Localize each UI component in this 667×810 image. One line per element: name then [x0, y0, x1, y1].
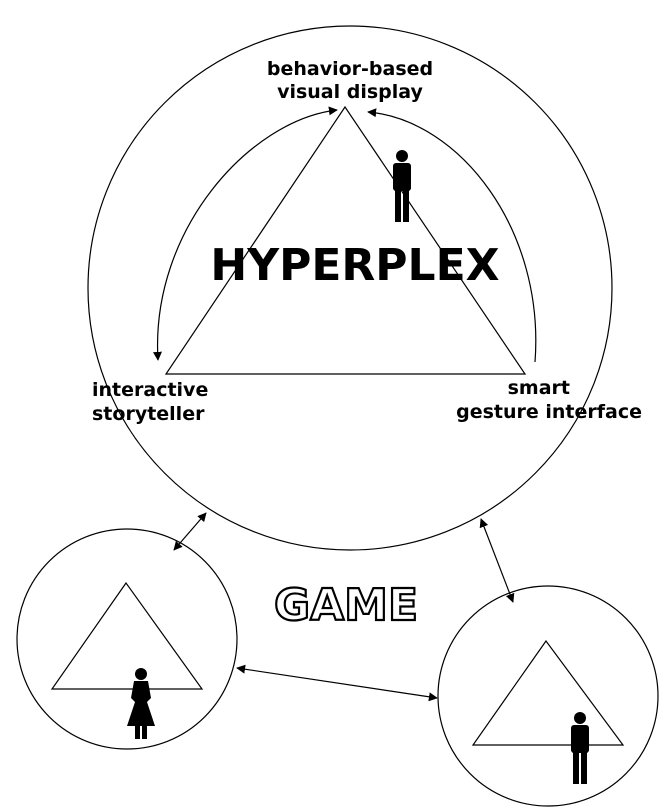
player-circle-right [437, 585, 659, 807]
player-triangle-left [50, 581, 204, 690]
arrow-main-to-left [173, 512, 207, 551]
player-triangle-right [471, 639, 625, 746]
arrow-main-to-right [479, 518, 515, 603]
man-figure-icon [393, 150, 411, 222]
player-circle-left [16, 528, 238, 750]
label-visual-display-line2: visual display [277, 81, 423, 103]
label-storyteller-line1: interactive [92, 379, 208, 401]
arc-arrow-right [367, 108, 537, 363]
label-storyteller-line2: storyteller [92, 403, 205, 425]
woman-figure-icon [127, 668, 155, 739]
arrow-left-to-right [236, 664, 438, 702]
label-gesture-line2: gesture interface [456, 401, 642, 423]
arc-arrow-left [153, 106, 338, 361]
label-gesture-line1: smart [508, 377, 570, 399]
hyperplex-circle [87, 25, 613, 551]
man-figure-icon [571, 712, 589, 784]
hyperplex-title: HYPERPLEX [210, 240, 499, 291]
label-visual-display-line1: behavior-based [267, 58, 433, 80]
game-label: GAME [274, 580, 418, 631]
